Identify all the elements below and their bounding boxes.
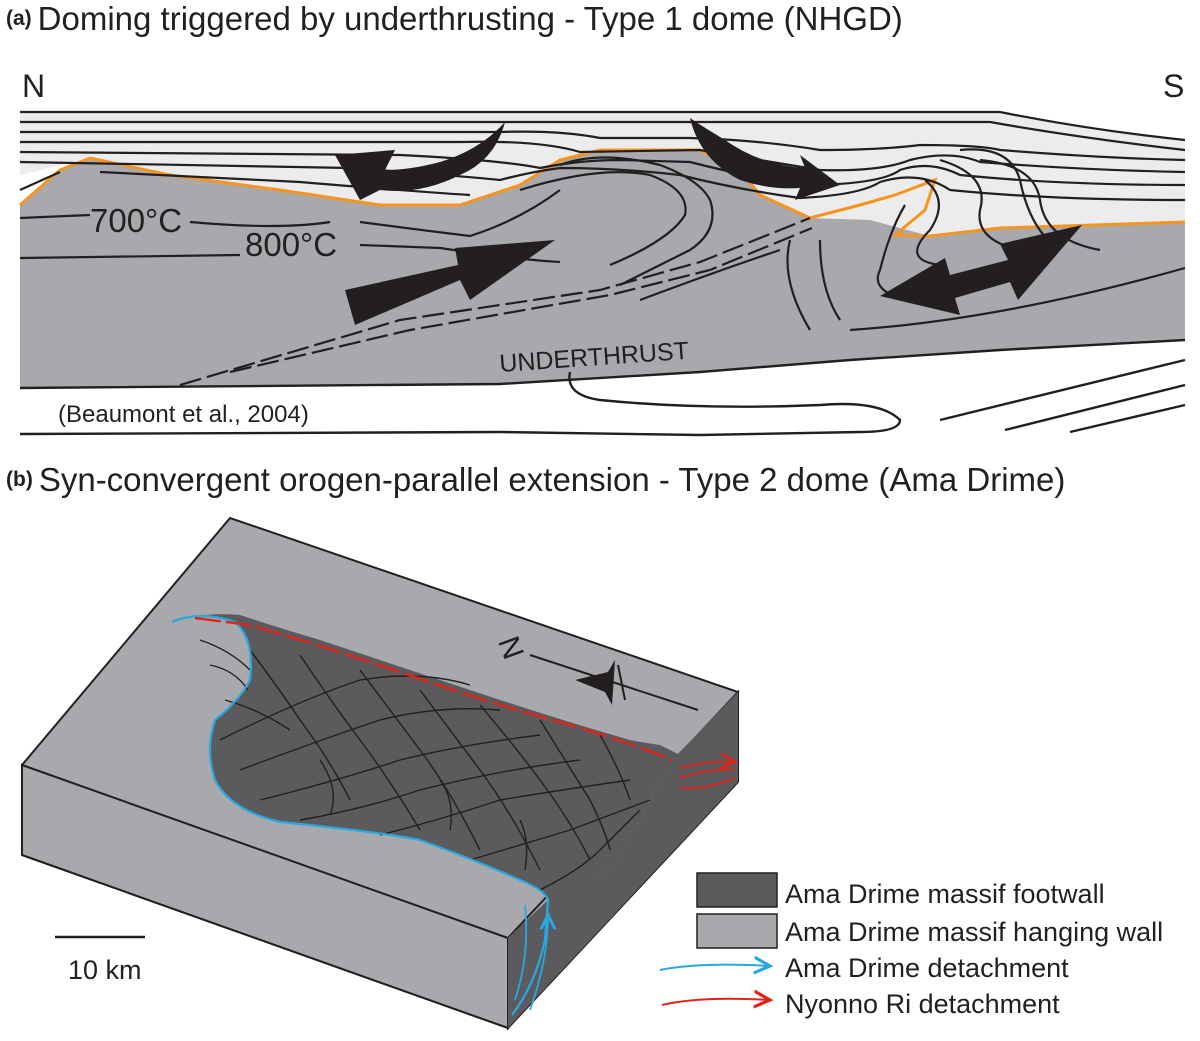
strata-lines [19,110,1186,202]
panel-b-title-text: Syn-convergent orogen-parallel extension… [38,461,1066,498]
legend-swatch-ama-drime [659,965,770,970]
block-diagram: N 10 km [20,516,740,1031]
legend-label-nyonno-ri: Nyonno Ri detachment [785,989,1060,1019]
ama-drime-slip-arrows [514,904,548,1011]
straight-arrow-down [880,225,1082,315]
legend: Ama Drime massif footwall Ama Drime mass… [659,872,1163,1019]
panel-a-title-text: Doming triggered by underthrusting - Typ… [37,0,903,37]
legend-label-hanging-wall: Ama Drime massif hanging wall [785,917,1163,947]
cross-section: N S 700°C 800°C UNDERTHRUST (Beaumont et… [19,68,1186,437]
panel-b-tag: (b) [6,468,33,491]
dashed-fault [179,216,813,387]
curved-arrow-1 [335,122,505,200]
curved-arrow-2 [690,118,840,200]
legend-swatch-footwall [696,872,778,908]
base-lines [19,338,1186,437]
south-label: S [1163,68,1184,104]
footwall-exposure [172,614,690,938]
citation-label: (Beaumont et al., 2004) [58,401,309,428]
ama-drime-detachment-line [171,614,550,1016]
north-label: N [22,68,45,104]
nyonno-ri-slip-arrows [679,762,735,790]
drainage-lines [199,639,651,891]
legend-label-ama-drime: Ama Drime detachment [785,953,1069,983]
panel-a-tag: (a) [6,7,32,30]
legend-swatch-hanging-wall [696,913,778,949]
straight-arrow-up [345,240,555,325]
legend-label-footwall: Ama Drime massif footwall [785,879,1105,909]
middle-crust-layer [20,150,1185,388]
footwall-right-face [508,692,738,1028]
dome-lines [19,156,1186,332]
panel-b-title: (b)Syn-convergent orogen-parallel extens… [6,463,1065,496]
movement-arrows [335,118,1082,325]
isotherm-700-label: 700°C [90,202,182,239]
legend-swatch-nyonno-ri [661,999,770,1005]
isotherm-800-label: 800°C [245,226,337,263]
scale-bar-label: 10 km [68,955,142,985]
panel-a-title: (a)Doming triggered by underthrusting - … [6,2,903,35]
nyonno-ri-detachment-line [194,616,673,762]
